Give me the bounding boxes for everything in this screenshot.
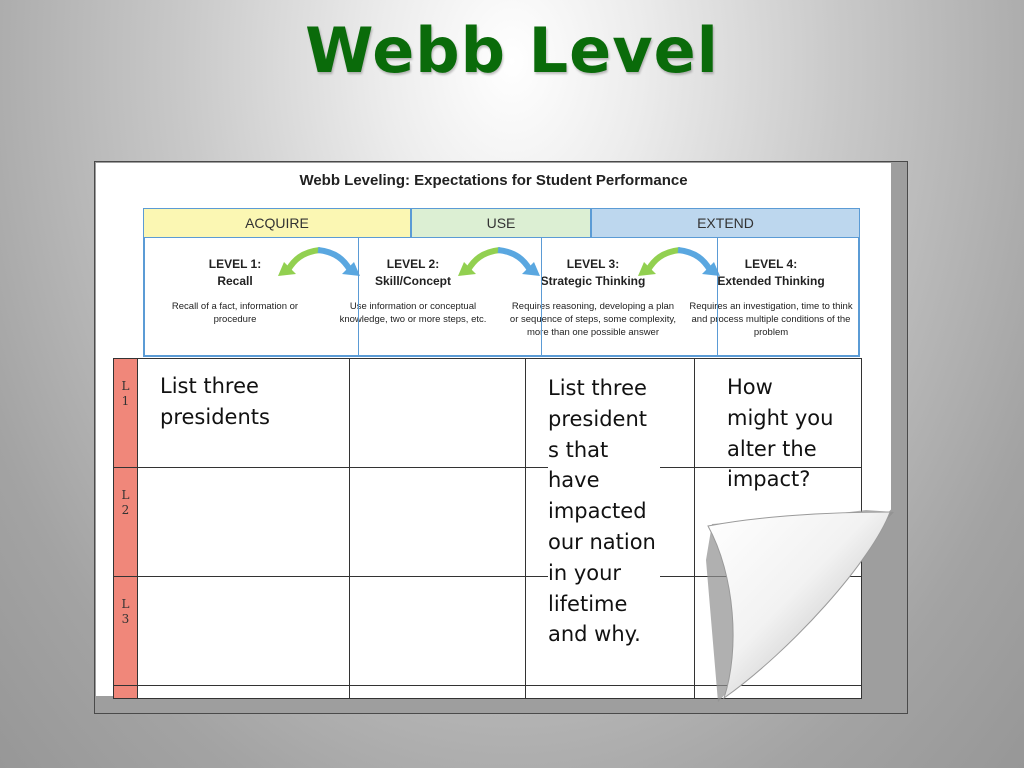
band-acquire: ACQUIRE	[143, 208, 411, 238]
grid-cell[interactable]	[349, 358, 526, 468]
row-label-text: L 2	[121, 488, 130, 517]
row-label-text: L 1	[121, 379, 130, 408]
cell-alter-impact: How might you alter the impact?	[727, 375, 834, 492]
band-extend: EXTEND	[591, 208, 860, 238]
level-2-subtitle: Skill/Concept	[374, 274, 451, 288]
level-3-subtitle: Strategic Thinking	[540, 274, 646, 288]
level-1-title: LEVEL 1:	[208, 257, 262, 271]
grid-cell[interactable]	[349, 576, 526, 686]
arrow-pair-3-icon	[638, 247, 720, 276]
levels-panel: LEVEL 1: Recall Recall of a fact, inform…	[143, 238, 860, 357]
grid-cell	[137, 685, 350, 699]
row-label-l4	[113, 685, 138, 699]
grid-cell[interactable]: List three presidents	[137, 358, 350, 468]
level-2-desc: Use information or conceptual knowledge,…	[339, 301, 487, 325]
level-divider	[358, 238, 359, 355]
grid-row: L 1 List three presidents	[113, 358, 862, 468]
level-4-title: LEVEL 4:	[744, 257, 798, 271]
level-3: LEVEL 3: Strategic Thinking Requires rea…	[507, 256, 679, 339]
grid-cell	[694, 685, 862, 699]
row-label-l2: L 2	[113, 467, 138, 577]
grid-cell	[525, 685, 695, 699]
grid-row: L 3	[113, 576, 862, 686]
grid-cell[interactable]	[694, 576, 862, 686]
arrow-pair-1-icon	[278, 247, 360, 276]
document-heading: Webb Leveling: Expectations for Student …	[299, 172, 688, 189]
row-label-text: L 3	[121, 597, 130, 626]
band-use: USE	[411, 208, 591, 238]
level-divider	[717, 238, 718, 355]
level-4-subtitle: Extended Thinking	[717, 274, 825, 288]
grid-cell[interactable]	[349, 467, 526, 577]
level-3-desc: Requires reasoning, developing a plan or…	[509, 301, 677, 338]
level-1-subtitle: Recall	[217, 274, 253, 288]
level-3-title: LEVEL 3:	[566, 257, 620, 271]
cell-impacted-presidents: List three president s that have impacte…	[548, 373, 660, 651]
level-4: LEVEL 4: Extended Thinking Requires an i…	[685, 256, 857, 339]
level-2-title: LEVEL 2:	[386, 257, 440, 271]
grid-row	[113, 685, 862, 699]
row-label-l1: L 1	[113, 358, 138, 468]
slide-title: Webb Level	[305, 14, 719, 87]
level-1: LEVEL 1: Recall Recall of a fact, inform…	[155, 256, 315, 326]
level-1-desc: Recall of a fact, information or procedu…	[171, 301, 299, 325]
row-label-l3: L 3	[113, 576, 138, 686]
level-4-desc: Requires an investigation, time to think…	[689, 301, 853, 338]
level-divider	[541, 238, 542, 355]
grid-cell[interactable]	[137, 467, 350, 577]
level-2: LEVEL 2: Skill/Concept Use information o…	[333, 256, 493, 326]
cell-list-three-presidents: List three presidents	[160, 374, 270, 429]
grid-cell[interactable]	[694, 358, 862, 468]
grid-cell[interactable]	[137, 576, 350, 686]
grid-cell	[349, 685, 526, 699]
arrow-pair-2-icon	[458, 247, 540, 276]
